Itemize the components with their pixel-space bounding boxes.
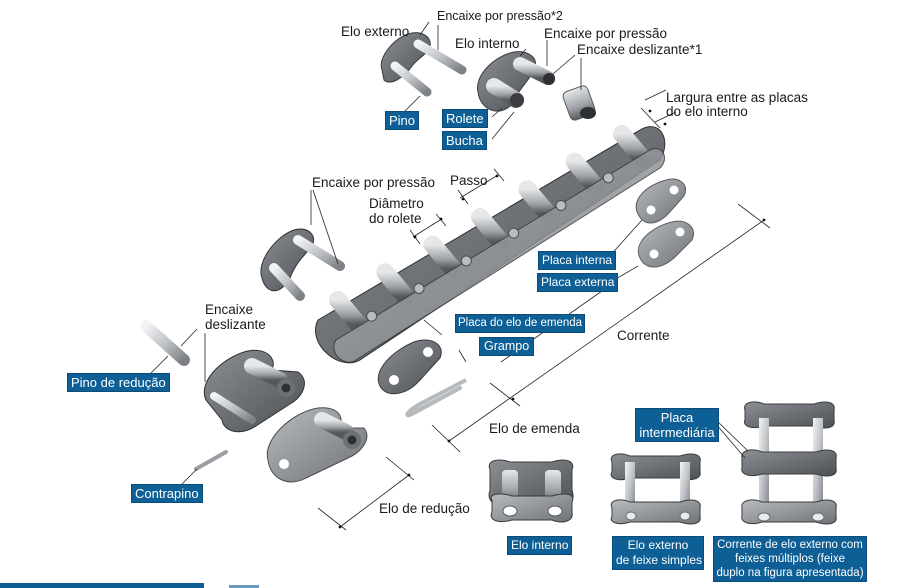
label-diametro-line1: Diâmetro: [369, 196, 424, 211]
chain-roller: [518, 180, 557, 223]
label-encaixe-deslizante-line2: deslizante: [205, 317, 266, 332]
tag-elo-externo-simples: Elo externo de feixe simples: [612, 536, 704, 570]
chain-roller: [565, 152, 604, 195]
spring-clip: [405, 378, 467, 418]
bushing-part: [562, 85, 596, 121]
tag-grampo: Grampo: [479, 337, 535, 356]
inner-plate-part: [635, 178, 686, 224]
outer-plate-part: [637, 220, 694, 268]
tag-placa-elo-emenda: Placa do elo de emenda: [455, 314, 586, 333]
footer-bar: [0, 583, 204, 588]
offset-link-lower: [266, 407, 368, 483]
cotter-pin-part: [194, 450, 228, 471]
tag-corrente-multiplos-line2: feixes múltiplos (feixe: [735, 553, 845, 565]
tag-corrente-multiplos-line3: duplo na figura apresentada): [716, 567, 864, 579]
tag-elo-externo-simples-line1: Elo externo: [627, 538, 689, 552]
label-encaixe-deslizante-1: Encaixe deslizante*1: [577, 42, 703, 57]
chain-pin-head: [460, 255, 472, 267]
connecting-link-pins: [260, 228, 345, 301]
chain-pin-head: [508, 227, 520, 239]
label-diametro-line2: do rolete: [369, 211, 422, 226]
tag-pino: Pino: [385, 111, 420, 130]
connecting-link-plate: [377, 339, 442, 395]
chain-pin-head: [413, 283, 425, 294]
tag-placa-intermediaria-line2: intermediária: [639, 425, 715, 440]
label-encaixe-pressao-mid: Encaixe por pressão: [312, 175, 436, 190]
chain-pin-head: [366, 310, 378, 322]
roller-link-front-view: [488, 459, 574, 523]
label-corrente: Corrente: [617, 328, 670, 343]
offset-link-upper: [203, 349, 305, 433]
label-elo-de-reducao: Elo de redução: [379, 501, 470, 516]
inner-link-exploded: [477, 51, 555, 112]
label-passo: Passo: [450, 173, 488, 188]
label-largura-line1: Largura entre as placas: [666, 90, 808, 105]
chain-roller: [423, 235, 462, 278]
label-encaixe-pressao-2: Encaixe por pressão*2: [437, 9, 563, 23]
chain-roller: [329, 291, 367, 333]
label-largura-line2: do elo interno: [666, 104, 748, 119]
chain-pin-head: [602, 172, 614, 184]
chain-pin-head: [555, 200, 567, 211]
tag-corrente-multiplos: Corrente de elo externo com feixes múlti…: [713, 536, 867, 582]
tag-corrente-multiplos-line1: Corrente de elo externo com: [717, 539, 863, 551]
dimension-dots: [338, 109, 766, 529]
tag-placa-intermediaria: Placa intermediária: [635, 408, 719, 442]
leader-lines: [149, 21, 771, 531]
chain-roller: [471, 208, 509, 250]
tag-elo-externo-simples-line2: de feixe simples: [616, 553, 703, 567]
tag-placa-interna: Placa interna: [538, 251, 617, 270]
single-strand-pin-link: [610, 453, 701, 525]
offset-pin-part: [140, 320, 190, 366]
footer-mark: [229, 585, 259, 588]
label-encaixe-pressao-top: Encaixe por pressão: [544, 26, 668, 41]
tag-bucha: Bucha: [442, 131, 487, 150]
tag-placa-externa: Placa externa: [537, 273, 619, 292]
label-elo-externo: Elo externo: [341, 24, 410, 39]
outer-link-exploded: [380, 32, 467, 97]
tag-rolete: Rolete: [442, 109, 488, 128]
tag-contrapino: Contrapino: [131, 484, 203, 503]
tag-placa-intermediaria-line1: Placa: [660, 410, 694, 425]
label-elo-interno-top: Elo interno: [455, 36, 520, 51]
assembled-chain: [315, 125, 666, 364]
chain-roller: [376, 263, 415, 306]
tag-elo-interno: Elo interno: [507, 536, 573, 555]
tag-pino-reducao: Pino de redução: [67, 373, 170, 392]
double-strand-pin-link: [741, 401, 837, 525]
label-elo-de-emenda: Elo de emenda: [489, 421, 580, 436]
chain-roller: [613, 125, 651, 167]
label-encaixe-deslizante-line1: Encaixe: [205, 302, 254, 317]
